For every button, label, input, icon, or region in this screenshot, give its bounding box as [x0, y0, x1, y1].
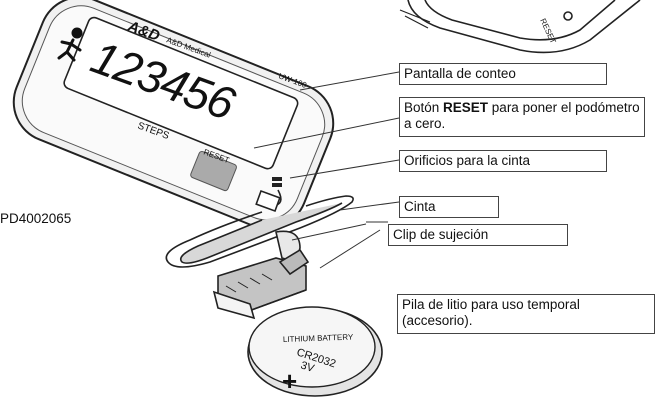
runner-icon	[57, 27, 83, 62]
callout-strap: Cinta	[399, 196, 499, 218]
strap-holes	[272, 177, 282, 187]
callout-reset-pre: Botón	[404, 100, 444, 115]
battery-text: LITHIUM BATTERY	[283, 333, 354, 344]
callout-clip: Clip de sujeción	[388, 224, 568, 246]
leader-lines	[253, 71, 400, 269]
pedometer-back-view	[399, 0, 641, 54]
callout-display: Pantalla de conteo	[399, 63, 607, 85]
battery-polarity: +	[282, 366, 297, 396]
callout-holes: Orificios para la cinta	[399, 150, 607, 172]
lithium-battery	[247, 306, 383, 397]
clip	[212, 230, 310, 320]
callout-reset: Botón RESET para poner el podómetro a ce…	[399, 97, 645, 137]
part-code: PD4002065	[0, 211, 72, 226]
callout-reset-post: para poner el podómetro a cero.	[404, 100, 640, 131]
callout-battery: Pila de litio para uso temporal (accesor…	[397, 294, 655, 334]
strap	[165, 189, 354, 268]
callout-reset-bold: RESET	[443, 100, 489, 115]
pedometer-body	[12, 0, 335, 230]
battery-voltage: 3V	[299, 359, 316, 375]
display-window	[63, 16, 299, 170]
reset-button[interactable]	[190, 150, 238, 192]
